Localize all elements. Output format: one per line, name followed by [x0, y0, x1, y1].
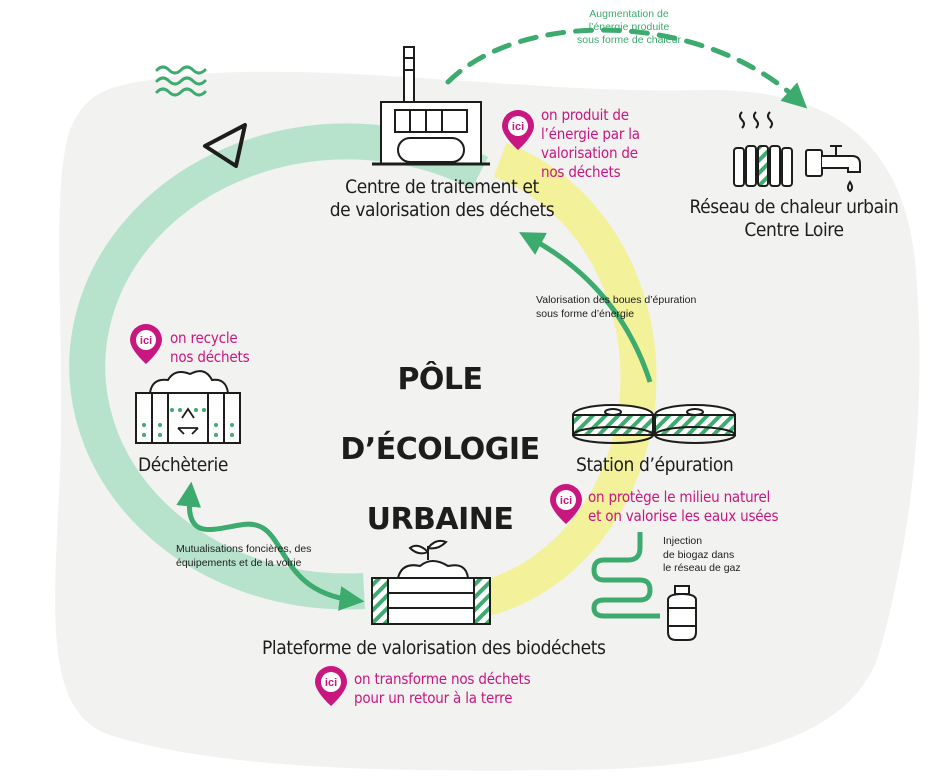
waves-icon	[155, 65, 207, 97]
biogas-note: Injection de biogaz dans le réseau de ga…	[663, 535, 741, 574]
waste-center-label: Centre de traitement et de valorisation …	[329, 176, 555, 221]
pin-label: ici	[560, 495, 572, 507]
faucet-icon	[805, 145, 861, 193]
recycling-center-label: Déchèterie	[138, 454, 228, 476]
heat-network-label: Réseau de chaleur urbain Centre Loire	[689, 196, 899, 241]
shared-flow-arrow	[176, 481, 365, 611]
hub-title-line1: PÔLE	[397, 362, 483, 397]
pin-label: ici	[140, 335, 152, 347]
biowaste-platform-label: Plateforme de valorisation des biodéchet…	[262, 637, 606, 659]
heat-increase-note: Augmentation de l’énergie produite sous …	[577, 8, 681, 46]
biogas-pipe	[591, 532, 660, 619]
location-pin-icon: ici	[315, 666, 347, 706]
clarifier-tanks-icon	[572, 404, 736, 444]
factory-icon	[372, 46, 490, 166]
pin-label: ici	[325, 677, 337, 689]
heat-flow-arrow	[445, 27, 808, 109]
hub-title: PÔLE D’ÉCOLOGIE URBAINE	[330, 327, 550, 572]
location-pin-icon: ici	[130, 324, 162, 364]
transform-callout: on transforme nos déchets pour un retour…	[354, 670, 531, 707]
shared-note: Mutualisations foncières, des équipement…	[176, 543, 312, 569]
wastewater-plant-label: Station d’épuration	[576, 454, 734, 476]
protect-callout: on protège le milieu naturel et on valor…	[588, 488, 779, 525]
energy-callout: on produit de l’énergie par la valorisat…	[541, 106, 640, 181]
hub-title-line2: D’ÉCOLOGIE	[340, 432, 540, 467]
radiator-icon	[733, 111, 793, 187]
sludge-note: Valorisation des boues d’épuration sous …	[536, 294, 697, 320]
sludge-flow-arrow	[518, 232, 653, 383]
ring-yellow-segment	[475, 143, 657, 618]
triangle-icon	[203, 123, 247, 168]
recycle-callout: on recycle nos déchets	[170, 329, 250, 366]
compost-box-icon	[371, 539, 491, 625]
hub-title-line3: URBAINE	[366, 502, 514, 537]
pin-label: ici	[512, 121, 524, 133]
gas-bottle-icon	[667, 585, 697, 641]
location-pin-icon: ici	[550, 484, 582, 524]
location-pin-icon: ici	[502, 110, 534, 150]
recycle-bin-icon	[135, 370, 241, 444]
